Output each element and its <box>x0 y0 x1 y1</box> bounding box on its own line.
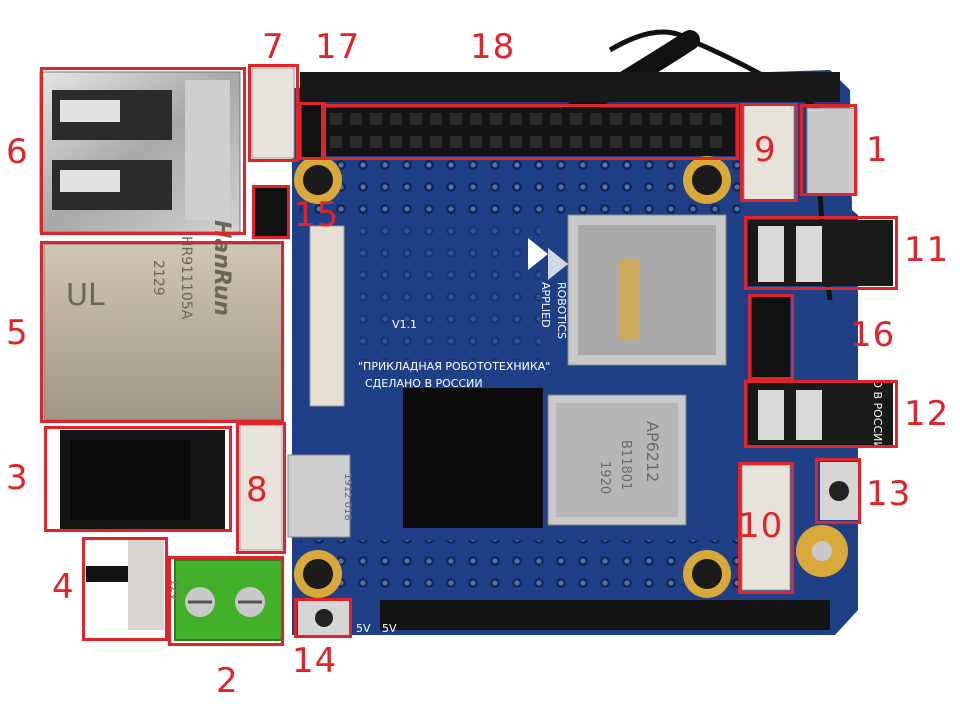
callout-label-5: 5 <box>6 313 29 353</box>
pin-label-5v-a: 5V <box>356 622 371 635</box>
brand-logo-icon <box>528 238 568 280</box>
callout-box-9 <box>740 103 798 202</box>
callout-box-6 <box>40 67 246 235</box>
callout-label-9: 9 <box>754 130 777 170</box>
switch-17 <box>302 105 322 157</box>
callout-box-13 <box>815 458 861 524</box>
callout-box-11 <box>744 216 898 290</box>
ethernet-port: HanRun HR911105A 2129 UL <box>43 220 283 421</box>
callout-box-2 <box>168 556 284 646</box>
callout-label-13: 13 <box>866 474 912 514</box>
callout-box-8 <box>236 422 286 554</box>
callout-label-18: 18 <box>470 27 516 67</box>
wifi-chip-code: B11801 <box>618 440 633 490</box>
callout-box-5 <box>40 241 284 423</box>
callout-label-10: 10 <box>738 506 784 546</box>
wifi-module: AP6212 B11801 1920 <box>547 394 687 526</box>
switch-15 <box>255 188 287 236</box>
sd-card-slot <box>567 214 727 366</box>
slogan-line-1: "ПРИКЛАДНАЯ РОБОТОТЕХНИКА" <box>358 360 550 373</box>
callout-label-6: 6 <box>6 132 29 172</box>
ethernet-model: HR911105A <box>178 236 194 320</box>
jst-connectors <box>239 67 795 591</box>
callout-box-1 <box>800 104 857 196</box>
callout-box-15 <box>252 185 290 239</box>
callout-box-7 <box>248 64 299 162</box>
connector-8 <box>239 424 283 551</box>
button-14 <box>298 600 350 636</box>
usb-marking: 1912 018 <box>342 473 353 521</box>
ethernet-brand: HanRun <box>209 220 234 316</box>
wifi-chip-name: AP6212 <box>643 421 662 482</box>
callout-label-7: 7 <box>262 27 285 67</box>
pcb-hole-row-bottom <box>300 540 740 588</box>
callout-box-10 <box>738 462 794 594</box>
brand-line-1: APPLIED <box>539 282 552 328</box>
switch-16 <box>752 297 790 377</box>
callout-box-18 <box>321 104 739 160</box>
micro-usb-otg: 1912 018 <box>287 454 353 538</box>
connector-7 <box>251 67 295 159</box>
dc-jack-marking: 12V <box>168 579 181 601</box>
callout-label-17: 17 <box>315 27 361 67</box>
board-version: V1.1 <box>392 318 417 331</box>
gpio-header-top <box>325 108 735 156</box>
callout-label-3: 3 <box>6 458 29 498</box>
side-silkscreen-text: СДЕЛАНО В РОССИИ <box>871 332 884 450</box>
callout-box-16 <box>748 294 794 380</box>
callout-label-8: 8 <box>246 470 269 510</box>
pin-label-5v-b: 5V <box>382 622 397 635</box>
slogan-line-2: СДЕЛАНО В РОССИИ <box>365 377 483 390</box>
callout-box-14 <box>294 598 352 638</box>
callout-label-16: 16 <box>850 315 896 355</box>
callout-box-4 <box>82 537 168 641</box>
button-13 <box>820 462 858 520</box>
callout-box-17 <box>298 102 326 160</box>
pcb-components-area <box>360 210 540 360</box>
callout-label-4: 4 <box>52 567 75 607</box>
usb-host-port <box>39 71 241 233</box>
callout-label-12: 12 <box>904 394 950 434</box>
gpio-header-bottom <box>380 600 830 630</box>
polyfuse-part: 12V <box>86 540 181 630</box>
connector-10 <box>741 464 791 591</box>
callout-box-3 <box>44 426 232 532</box>
callout-label-2: 2 <box>216 661 239 701</box>
wifi-chip-date: 1920 <box>597 461 612 494</box>
connector-9 <box>743 104 795 201</box>
dc-power-jack <box>60 430 225 530</box>
fpc-connector <box>309 225 345 407</box>
ul-mark-icon: UL <box>66 278 105 313</box>
brand-line-2: ROBOTICS <box>555 282 568 339</box>
header-outer-top <box>300 72 840 102</box>
power-terminal <box>174 559 284 641</box>
micro-usb-1 <box>806 107 858 195</box>
callout-label-15: 15 <box>294 195 340 235</box>
callout-label-14: 14 <box>292 641 338 681</box>
ethernet-code: 2129 <box>150 260 166 296</box>
main-soc <box>403 388 543 528</box>
audio-jacks <box>748 220 893 445</box>
mounting-holes <box>294 156 848 598</box>
callout-label-11: 11 <box>904 230 950 270</box>
callout-box-12 <box>744 380 898 448</box>
callout-label-1: 1 <box>866 130 889 170</box>
